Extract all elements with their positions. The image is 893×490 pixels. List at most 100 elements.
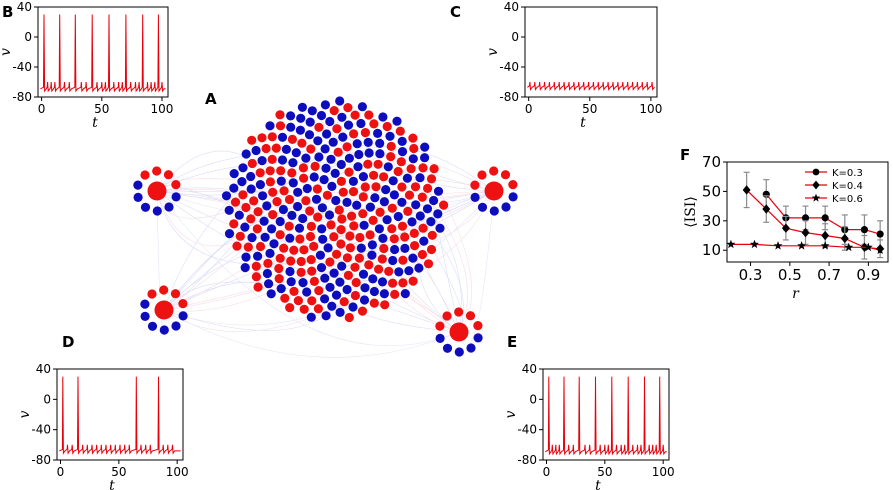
network-node (302, 287, 312, 297)
y-tick-label: -40 (12, 60, 32, 74)
network-node (253, 207, 263, 217)
network-node (382, 215, 392, 225)
network-node (439, 200, 449, 210)
network-node (252, 224, 262, 234)
network-node (275, 216, 285, 227)
panel-label-b: B (2, 3, 13, 21)
panel-label-a: A (205, 90, 217, 108)
edge (391, 159, 495, 192)
data-point (863, 242, 873, 252)
network-node (364, 110, 374, 120)
data-point (750, 239, 759, 249)
network-node (378, 233, 388, 243)
network-node (379, 197, 389, 207)
network-node (429, 164, 439, 174)
network-node (408, 253, 418, 263)
network-node (339, 297, 349, 307)
network-node (348, 302, 358, 312)
network-node (298, 163, 308, 173)
network-node (398, 278, 408, 288)
network-node (229, 183, 239, 193)
network-node (274, 274, 284, 284)
legend: K=0.3K=0.4K=0.6 (805, 168, 863, 205)
y-tick-label: -80 (517, 453, 537, 467)
network-node (325, 257, 335, 267)
network-node (470, 192, 480, 202)
data-point (820, 241, 830, 250)
network-node (342, 142, 352, 152)
data-point (876, 230, 884, 238)
network-node (403, 206, 413, 216)
network-node (140, 311, 150, 321)
network-node (368, 274, 378, 284)
network-node (359, 220, 369, 230)
network-node (359, 295, 370, 305)
network-node (329, 232, 339, 242)
data-point (762, 204, 771, 214)
network-node (329, 106, 339, 116)
network-node (336, 225, 346, 235)
network-node (170, 289, 181, 299)
network-node (310, 161, 320, 171)
network-node (293, 187, 303, 197)
network-node (358, 192, 368, 202)
network-node (286, 111, 296, 121)
network-node (435, 321, 445, 331)
network-node (360, 182, 370, 192)
panel-label-e: E (507, 333, 517, 351)
network-node (473, 321, 483, 331)
network-node (477, 170, 487, 180)
network-node (465, 311, 476, 321)
network-node (374, 224, 384, 234)
network-node (393, 211, 403, 222)
network-node (369, 170, 379, 180)
network-node (232, 241, 242, 251)
network-node (251, 272, 261, 282)
network-node (281, 144, 291, 154)
legend-label: K=0.6 (832, 194, 863, 205)
network-node (398, 255, 408, 265)
network-node (267, 224, 277, 234)
data-point (811, 193, 821, 202)
network-node (454, 347, 464, 357)
edge (343, 285, 460, 333)
network-node (286, 122, 296, 132)
network-node (397, 136, 407, 146)
network-node (140, 299, 150, 309)
network-node (423, 183, 433, 193)
x-tick-label: 100 (151, 102, 174, 116)
hub-node (154, 300, 174, 320)
network-node (277, 155, 288, 165)
network-node (285, 266, 295, 277)
network-node (305, 117, 315, 127)
edge (408, 205, 464, 333)
network-node (328, 137, 338, 147)
network-node (351, 277, 361, 288)
axes-frame (37, 6, 169, 98)
y-tick-label: 10 (702, 241, 721, 259)
network-node (342, 197, 352, 207)
network-node (224, 205, 234, 215)
y-tick-label: 50 (702, 182, 721, 200)
network-node (375, 207, 385, 217)
network-node (307, 266, 317, 276)
edge (163, 309, 460, 358)
voltage-trace-b (40, 14, 166, 93)
network-node (379, 172, 389, 182)
network-node (395, 126, 405, 136)
network-node (377, 254, 387, 264)
network-node (305, 206, 315, 216)
network-node (171, 192, 181, 202)
data-point (726, 239, 736, 249)
network-node (360, 128, 370, 138)
network-node (380, 300, 390, 310)
network-node (320, 273, 330, 283)
network-node (330, 168, 340, 178)
network-node (356, 243, 366, 253)
y-tick-label: -40 (31, 423, 51, 437)
network-node (178, 311, 188, 321)
network-node (326, 154, 336, 164)
network-node (389, 234, 399, 244)
network-node (295, 125, 305, 135)
x-tick-label: 0 (57, 465, 65, 479)
